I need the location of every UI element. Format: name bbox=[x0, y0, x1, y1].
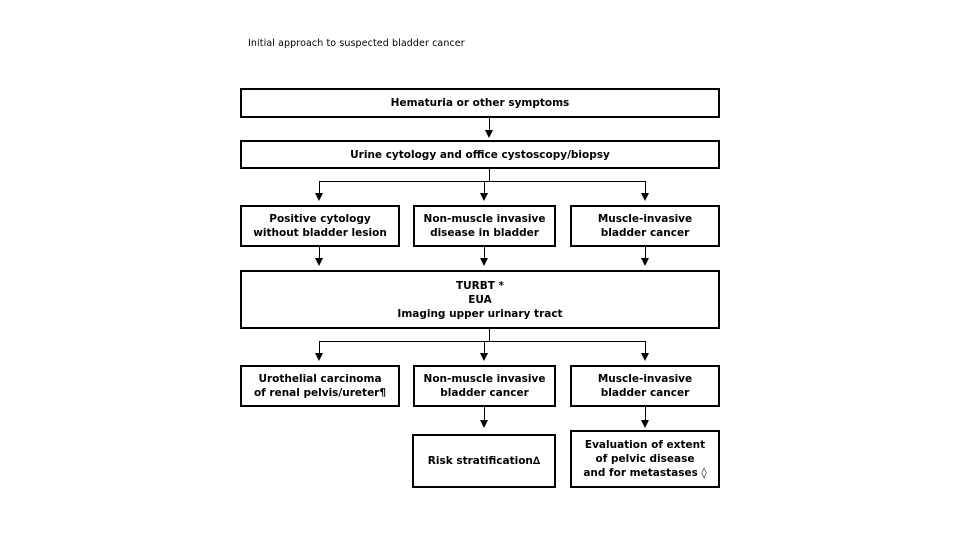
node-hematuria-or-other-symptoms: Hematuria or other symptoms bbox=[240, 88, 720, 118]
node-line: Imaging upper urinary tract bbox=[397, 307, 563, 320]
edge-non-muscle-invasive-to-turbt bbox=[484, 247, 485, 260]
edge-muscle-invasive-to-turbt bbox=[645, 247, 646, 260]
node-line: Evaluation of extent bbox=[584, 439, 706, 451]
arrowhead-icon bbox=[315, 193, 323, 201]
edge-branch-bar-row5 bbox=[319, 341, 645, 342]
arrowhead-icon bbox=[480, 258, 488, 266]
edge-branch-right-row3 bbox=[645, 181, 646, 195]
node-line: bladder cancer bbox=[440, 387, 529, 399]
node-line: disease in bladder bbox=[430, 227, 539, 239]
arrowhead-icon bbox=[641, 420, 649, 428]
edge-muscle-invasive-to-evaluation-of-extent bbox=[645, 407, 646, 422]
node-line: Urothelial carcinoma bbox=[258, 373, 382, 385]
page-title: Initial approach to suspected bladder ca… bbox=[248, 38, 465, 49]
node-evaluation-of-extent-pelvic-disease-metastases: Evaluation of extent of pelvic disease a… bbox=[570, 430, 720, 488]
node-line: Muscle-invasive bbox=[597, 373, 693, 385]
edge-branch-stem-row5 bbox=[489, 329, 490, 341]
edge-branch-stem-row3 bbox=[489, 169, 490, 181]
edge-positive-cytology-to-turbt bbox=[319, 247, 320, 260]
edge-hematuria-to-urine-cytology bbox=[489, 118, 490, 132]
edge-branch-bar-row3 bbox=[319, 181, 645, 182]
node-line: Muscle-invasive bbox=[597, 213, 693, 225]
node-line: Non-muscle invasive bbox=[423, 213, 546, 225]
edge-branch-right-row5 bbox=[645, 341, 646, 355]
node-line: of renal pelvis/ureter¶ bbox=[253, 387, 387, 399]
node-line: Urine cytology and office cystoscopy/bio… bbox=[350, 148, 610, 161]
node-line: without bladder lesion bbox=[253, 227, 387, 239]
arrowhead-icon bbox=[480, 193, 488, 201]
arrowhead-icon bbox=[485, 130, 493, 138]
edge-branch-mid-row3 bbox=[484, 181, 485, 195]
node-line: Hematuria or other symptoms bbox=[390, 97, 570, 109]
arrowhead-icon bbox=[480, 353, 488, 361]
edge-branch-mid-row5 bbox=[484, 341, 485, 355]
node-turbt-eua-imaging: TURBT * EUA Imaging upper urinary tract bbox=[240, 270, 720, 329]
edge-branch-left-row3 bbox=[319, 181, 320, 195]
node-line: TURBT * bbox=[455, 279, 505, 292]
node-risk-stratification: Risk stratification∆ bbox=[412, 434, 556, 488]
node-line: Positive cytology bbox=[269, 213, 371, 225]
arrowhead-icon bbox=[641, 193, 649, 201]
arrowhead-icon bbox=[480, 420, 488, 428]
node-line: of pelvic disease bbox=[595, 453, 695, 465]
node-muscle-invasive-bladder-cancer-row5: Muscle-invasive bladder cancer bbox=[570, 365, 720, 407]
node-non-muscle-invasive-bladder-cancer-row5: Non-muscle invasive bladder cancer bbox=[413, 365, 556, 407]
node-line: EUA bbox=[468, 293, 492, 306]
node-line: bladder cancer bbox=[600, 387, 690, 399]
edge-non-muscle-invasive-to-risk-stratification bbox=[484, 407, 485, 422]
node-line: Risk stratification∆ bbox=[427, 455, 541, 467]
node-urine-cytology-office-cystoscopy-biopsy: Urine cytology and office cystoscopy/bio… bbox=[240, 140, 720, 169]
arrowhead-icon bbox=[641, 353, 649, 361]
node-muscle-invasive-bladder-cancer-row3: Muscle-invasive bladder cancer bbox=[570, 205, 720, 247]
edge-branch-left-row5 bbox=[319, 341, 320, 355]
node-line: Non-muscle invasive bbox=[423, 373, 546, 385]
node-urothelial-carcinoma-renal-pelvis-ureter: Urothelial carcinoma of renal pelvis/ure… bbox=[240, 365, 400, 407]
arrowhead-icon bbox=[641, 258, 649, 266]
node-line: bladder cancer bbox=[600, 227, 690, 239]
node-line: and for metastases ◊ bbox=[583, 467, 707, 479]
node-positive-cytology-without-bladder-lesion: Positive cytology without bladder lesion bbox=[240, 205, 400, 247]
node-non-muscle-invasive-disease-in-bladder: Non-muscle invasive disease in bladder bbox=[413, 205, 556, 247]
arrowhead-icon bbox=[315, 258, 323, 266]
arrowhead-icon bbox=[315, 353, 323, 361]
